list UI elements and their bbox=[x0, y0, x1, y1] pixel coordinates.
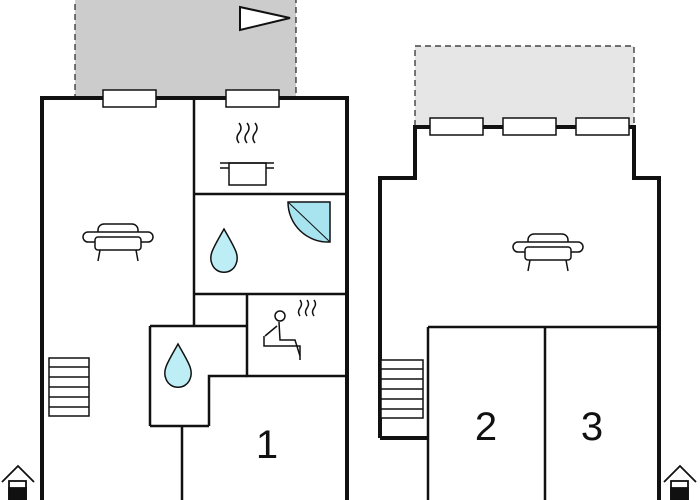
shower-tray-icon bbox=[287, 201, 331, 243]
right-unit-outer-wall bbox=[378, 125, 661, 500]
room-label-3: 3 bbox=[581, 405, 603, 449]
house-entrance-icon bbox=[1, 464, 35, 500]
staircase-icon bbox=[380, 359, 424, 419]
sofa-icon bbox=[82, 223, 154, 262]
room-label-1: 1 bbox=[256, 423, 278, 467]
window bbox=[575, 117, 630, 136]
house-entrance-icon bbox=[663, 464, 697, 500]
sofa-icon bbox=[512, 233, 584, 272]
window bbox=[502, 117, 557, 136]
terrace-right bbox=[414, 45, 635, 128]
north-arrow-icon bbox=[239, 5, 291, 32]
left-unit-interior-walls bbox=[148, 98, 349, 500]
water-drop-icon bbox=[164, 342, 192, 388]
water-drop-icon bbox=[210, 227, 238, 273]
window bbox=[429, 117, 484, 136]
sauna-icon bbox=[263, 299, 317, 360]
right-unit-interior-walls bbox=[426, 325, 659, 500]
cooking-pot-icon bbox=[220, 122, 274, 186]
staircase-icon bbox=[48, 357, 90, 417]
room-label-2: 2 bbox=[475, 405, 497, 449]
window bbox=[225, 89, 280, 108]
window bbox=[102, 89, 157, 108]
